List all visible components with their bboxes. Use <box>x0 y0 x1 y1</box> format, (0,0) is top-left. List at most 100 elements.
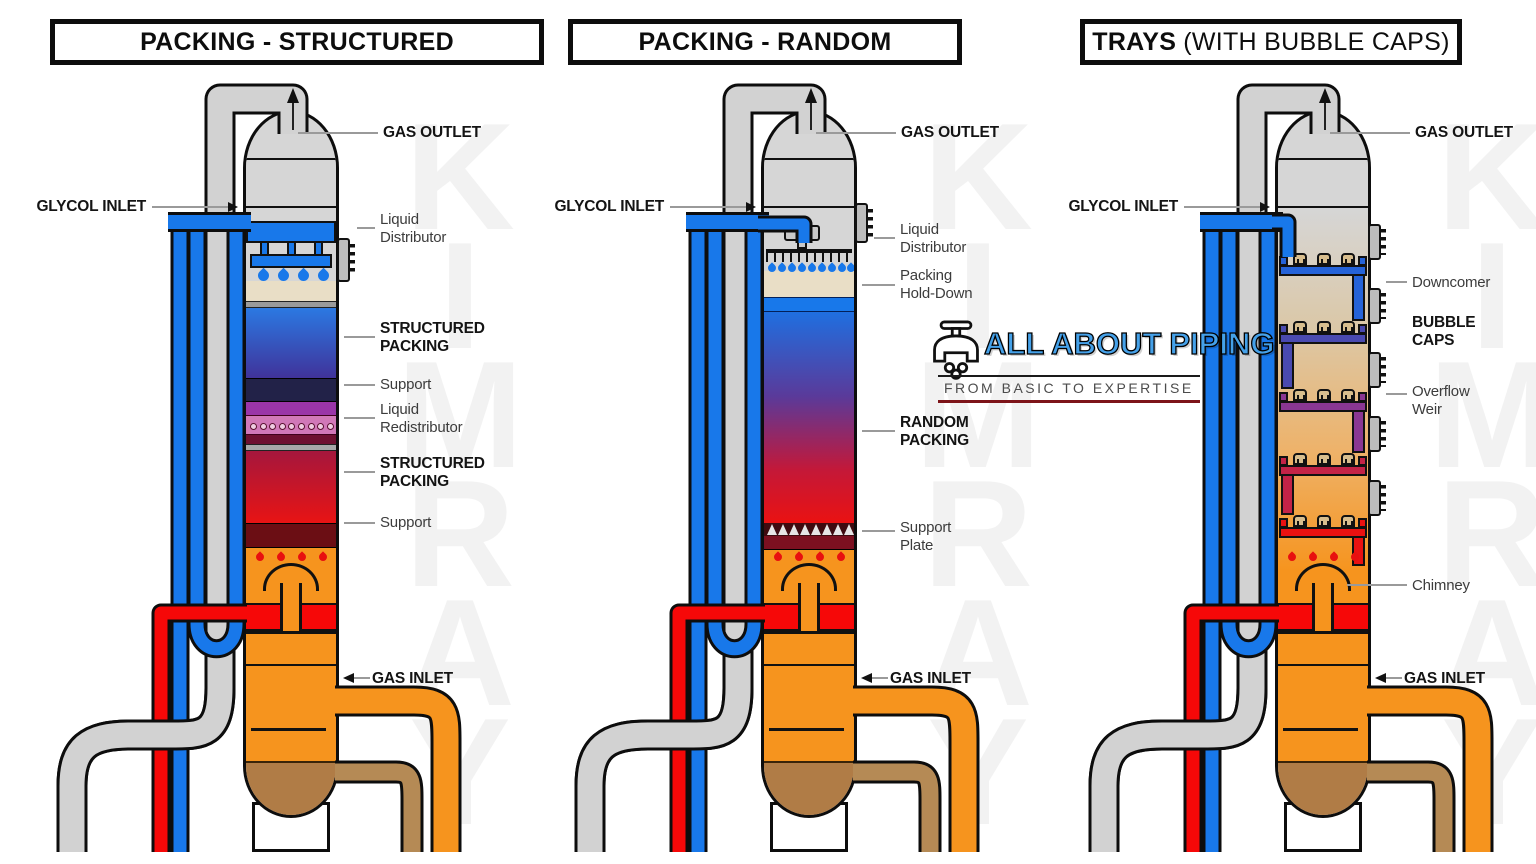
packing-support-line <box>246 301 336 308</box>
packing-support-upper <box>246 378 336 401</box>
glycol-outlet-pipe <box>672 606 765 852</box>
redistributor-base-band <box>246 435 336 444</box>
gas-inlet-zone <box>246 666 336 761</box>
label-random-packing: RANDOM PACKING <box>900 414 969 449</box>
label-bubble-caps: BUBBLE CAPS <box>1412 314 1476 349</box>
tray-weir-block <box>1358 256 1367 266</box>
label-structured-packing-upper: STRUCTURED PACKING <box>380 320 485 355</box>
mist-eliminator <box>246 158 336 208</box>
glycol-loop-outline <box>1219 224 1278 659</box>
vessel-trays-bubble-caps <box>1275 110 1371 818</box>
sump-drain-pipe-outline <box>1367 760 1456 852</box>
gas-outlet-pipe-front-outline <box>574 672 754 852</box>
redistributor-hole <box>250 423 257 430</box>
label-liquid-distributor: Liquid Distributor <box>380 211 447 246</box>
liquid-redistributor <box>246 415 336 435</box>
distributor-stem <box>797 241 807 249</box>
redistributor-hole <box>298 423 305 430</box>
support-plate-tooth <box>767 524 777 535</box>
tray-weir-block <box>1358 456 1367 466</box>
support-plate-tooth <box>800 524 810 535</box>
bubble-cap <box>1293 253 1307 265</box>
label-structured-packing-lower: STRUCTURED PACKING <box>380 455 485 490</box>
flow-arrow-icon <box>1319 88 1331 103</box>
flow-arrow-icon <box>805 88 817 103</box>
label-gas-outlet: GAS OUTLET <box>1415 124 1513 141</box>
label-liquid-redistributor: Liquid Redistributor <box>380 401 463 436</box>
label-gas-outlet: GAS OUTLET <box>901 124 999 141</box>
structured-packing-upper <box>246 308 336 378</box>
support-plate-tooth <box>833 524 843 535</box>
flow-arrow-icon <box>228 202 238 212</box>
bubble-cap <box>1293 515 1307 527</box>
manway-flange <box>1368 480 1386 516</box>
bubble-cap <box>1341 515 1355 527</box>
glycol-outlet-pipe-outline <box>151 603 247 852</box>
glycol-loop <box>708 224 761 656</box>
label-glycol-inlet: GLYCOL INLET <box>554 198 664 215</box>
label-gas-inlet: GAS INLET <box>1404 670 1485 687</box>
label-glycol-inlet: GLYCOL INLET <box>1068 198 1178 215</box>
tray-weir-block <box>1279 324 1288 334</box>
manway-flange <box>1368 416 1386 452</box>
bubble-cap <box>1317 253 1331 265</box>
watermark-letter: A <box>923 568 1033 738</box>
support-plate-teeth <box>764 523 854 536</box>
gas-inlet-pipe-outline <box>1367 685 1494 852</box>
bubble-cap <box>1341 253 1355 265</box>
tray-weir-block <box>1358 518 1367 528</box>
downcomer <box>1352 274 1365 321</box>
liquid-level-line <box>251 728 326 731</box>
label-overflow-weir: Overflow Weir <box>1412 383 1470 418</box>
support-plate-tooth <box>822 524 832 535</box>
glycol-loop <box>190 224 243 656</box>
flow-arrow-icon <box>861 673 872 683</box>
glycol-outlet-pipe-outline <box>1183 603 1279 852</box>
liquid-level-line <box>769 728 844 731</box>
watermark-letter: Y <box>409 687 511 857</box>
liquid-level-line <box>1283 728 1358 731</box>
glycol-loop-outline <box>187 224 246 659</box>
tray-weir-block <box>1279 518 1288 528</box>
gas-inlet-zone <box>1278 666 1368 761</box>
watermark-letter: R <box>923 449 1033 619</box>
glycol-sump <box>246 761 336 815</box>
tray-weir-block <box>1358 324 1367 334</box>
header-title: PACKING - RANDOM <box>638 27 892 56</box>
redistributor-hole <box>259 423 267 430</box>
manway-flange <box>1368 224 1386 260</box>
sump-drain-pipe <box>1367 763 1453 852</box>
bubble-cap <box>1293 389 1307 401</box>
vessel-packing-structured <box>243 110 339 818</box>
downcomer <box>1281 342 1294 389</box>
random-packing <box>764 312 854 523</box>
gas-inlet-pipe-outline <box>853 685 980 852</box>
tray-weir-block <box>1279 392 1288 402</box>
bubble-cap <box>1293 321 1307 333</box>
redistributor-hole <box>307 423 315 430</box>
watermark-letter: Y <box>1441 687 1536 857</box>
redistributor-hole <box>317 423 325 430</box>
gas-outlet-pipe-front <box>1091 672 1265 852</box>
inlet-scrubber-mesh <box>764 631 854 666</box>
packing-support-lower <box>246 523 336 548</box>
redistributor-hole <box>288 423 296 430</box>
gas-inlet-pipe <box>335 688 459 852</box>
liquid-film-band <box>764 271 854 297</box>
gas-inlet-pipe <box>853 688 977 852</box>
gas-inlet-zone <box>764 666 854 761</box>
header-trays: TRAYS(WITH BUBBLE CAPS) <box>1080 19 1462 65</box>
packing-hold-down <box>764 297 854 312</box>
glycol-sump <box>764 761 854 815</box>
gas-outlet-pipe-front <box>577 672 751 852</box>
label-support-plate: Support Plate <box>900 519 952 554</box>
faucet-icon <box>933 320 979 380</box>
support-plate <box>764 536 854 550</box>
gas-inlet-pipe <box>1367 688 1491 852</box>
manway-flange <box>1368 352 1386 388</box>
mist-eliminator <box>764 158 854 208</box>
inlet-scrubber-mesh <box>1278 631 1368 666</box>
